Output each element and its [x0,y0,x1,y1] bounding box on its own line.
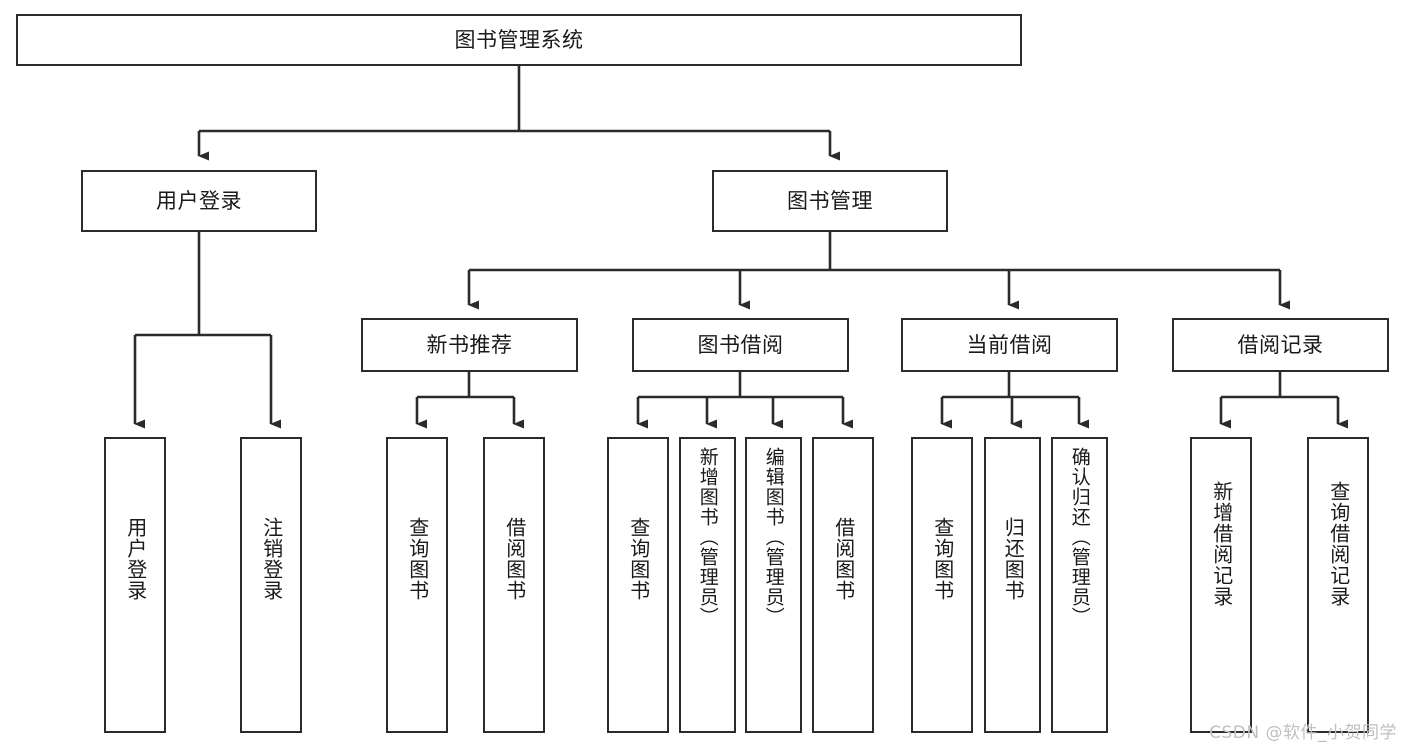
node-root-label: 图书管理系统 [454,27,584,52]
csdn-watermark: CSDN @软件_小贺同学 [1209,723,1397,743]
node-leaf-query-book-borrow-label: 查询图书 [626,517,651,601]
node-current-borrow-label: 当前借阅 [966,332,1053,357]
node-leaf-edit-book-admin[interactable]: 编辑图书（管理员） [745,437,802,733]
node-leaf-user-logout-label: 注销登录 [259,517,284,601]
node-leaf-borrow-book-borrow-label: 借阅图书 [831,517,856,601]
node-borrow-records-label: 借阅记录 [1237,332,1324,357]
node-leaf-return-book-label: 归还图书 [1001,517,1026,601]
node-leaf-query-borrow-record[interactable]: 查询借阅记录 [1307,437,1369,733]
node-leaf-add-borrow-record-label: 新增借阅记录 [1209,481,1234,607]
node-new-book-recommend-label: 新书推荐 [426,332,513,357]
node-leaf-user-logout[interactable]: 注销登录 [240,437,302,733]
node-leaf-return-book[interactable]: 归还图书 [984,437,1041,733]
node-leaf-add-book-admin-label: 新增图书（管理员） [696,447,719,627]
node-leaf-query-book-current[interactable]: 查询图书 [911,437,973,733]
node-book-management[interactable]: 图书管理 [712,170,948,232]
node-book-borrow[interactable]: 图书借阅 [632,318,849,372]
node-leaf-add-borrow-record[interactable]: 新增借阅记录 [1190,437,1252,733]
node-leaf-query-book-borrow[interactable]: 查询图书 [607,437,669,733]
node-user-login-label: 用户登录 [156,188,242,213]
node-root[interactable]: 图书管理系统 [16,14,1022,66]
node-book-management-label: 图书管理 [787,188,873,213]
node-leaf-query-borrow-record-label: 查询借阅记录 [1326,481,1351,607]
node-leaf-confirm-return-admin[interactable]: 确认归还（管理员） [1051,437,1108,733]
node-leaf-borrow-book-rec[interactable]: 借阅图书 [483,437,545,733]
node-borrow-records[interactable]: 借阅记录 [1172,318,1389,372]
node-leaf-add-book-admin[interactable]: 新增图书（管理员） [679,437,736,733]
node-leaf-edit-book-admin-label: 编辑图书（管理员） [762,447,785,627]
node-leaf-borrow-book-borrow[interactable]: 借阅图书 [812,437,874,733]
node-leaf-confirm-return-admin-label: 确认归还（管理员） [1068,447,1091,627]
node-book-borrow-label: 图书借阅 [697,332,784,357]
node-leaf-query-book-current-label: 查询图书 [930,517,955,601]
node-leaf-user-login[interactable]: 用户登录 [104,437,166,733]
node-leaf-query-book-rec-label: 查询图书 [405,517,430,601]
node-leaf-borrow-book-rec-label: 借阅图书 [502,517,527,601]
node-user-login[interactable]: 用户登录 [81,170,317,232]
node-leaf-query-book-rec[interactable]: 查询图书 [386,437,448,733]
node-new-book-recommend[interactable]: 新书推荐 [361,318,578,372]
node-leaf-user-login-label: 用户登录 [123,517,148,601]
node-current-borrow[interactable]: 当前借阅 [901,318,1118,372]
